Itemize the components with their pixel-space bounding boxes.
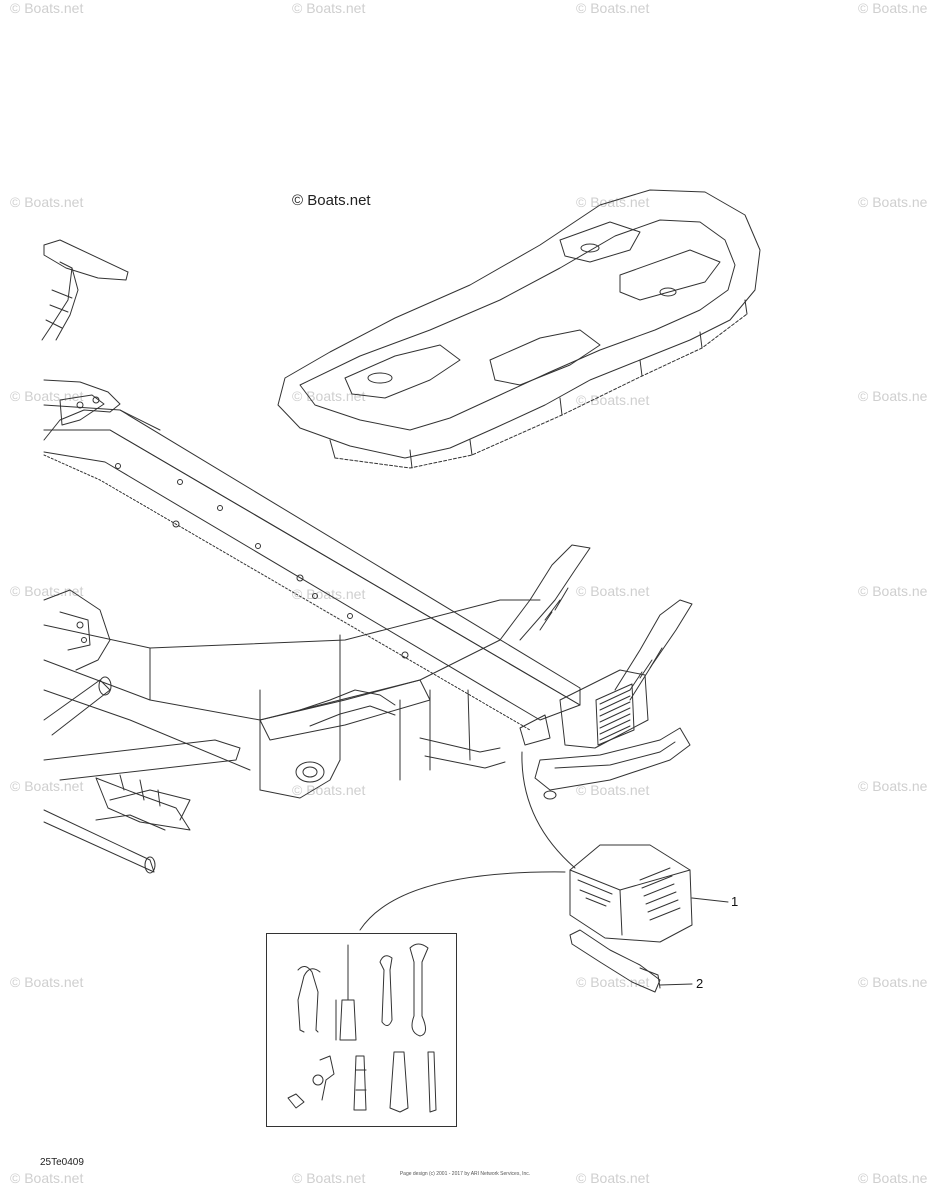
watermark-text: © Boats.net [292,782,366,798]
watermark-text: © Boats.net [576,0,650,16]
main-frame [43,404,581,731]
pipe-rails [43,676,241,874]
rear-rack [277,189,761,469]
watermark-text: © Boats.net [10,778,84,794]
footer-line: Page design (c) 2001 - 2017 by ARI Netwo… [399,1171,531,1177]
frame-bracket [43,379,121,441]
watermark-text: © Boats.net [858,194,927,210]
tool-bag [569,844,729,943]
watermark-text: © Boats.net [10,388,84,404]
watermark-text: © Boats.net [858,974,927,990]
wiring-harness [299,544,693,769]
watermark-text: © Boats.net [858,1170,927,1186]
watermark-text: © Boats.net [292,0,366,16]
watermark-text: © Boats.net [576,974,650,990]
copyright-label: © Boats.net [292,192,371,209]
watermark-text: © Boats.net [10,974,84,990]
watermark-text: © Boats.net [576,194,650,210]
callout-1[interactable]: 1 [731,894,739,909]
watermark-text: © Boats.net [576,583,650,599]
leader-line-tools [359,871,566,931]
drawing-reference: 25Te0409 [40,1157,84,1168]
page-footer: Page design (c) 2001 - 2017 by ARI Netwo… [380,1171,550,1177]
toolkit-inset-box [266,933,457,1127]
hitch-loop [534,727,691,800]
plug-wrench [569,929,693,993]
callout-2[interactable]: 2 [696,976,704,991]
lower-frame [43,599,541,799]
watermark-text: © Boats.net [858,0,927,16]
watermark-text: © Boats.net [292,388,366,404]
watermark-text: © Boats.net [10,194,84,210]
upper-bracket [41,239,129,341]
leader-line-toolkit [521,751,576,869]
toolkit-tools [287,943,437,1113]
watermark-text: © Boats.net [292,1170,366,1186]
lower-bracket [43,589,111,671]
watermark-text: © Boats.net [10,0,84,16]
taillight-housing [519,669,649,749]
watermark-text: © Boats.net [576,392,650,408]
watermark-text: © Boats.net [576,782,650,798]
watermark-text: © Boats.net [858,583,927,599]
watermark-text: © Boats.net [10,583,84,599]
footrest-bracket [95,774,191,831]
watermark-text: © Boats.net [292,586,366,602]
watermark-text: © Boats.net [10,1170,84,1186]
watermark-text: © Boats.net [858,778,927,794]
watermark-text: © Boats.net [576,1170,650,1186]
watermark-text: © Boats.net [858,388,927,404]
